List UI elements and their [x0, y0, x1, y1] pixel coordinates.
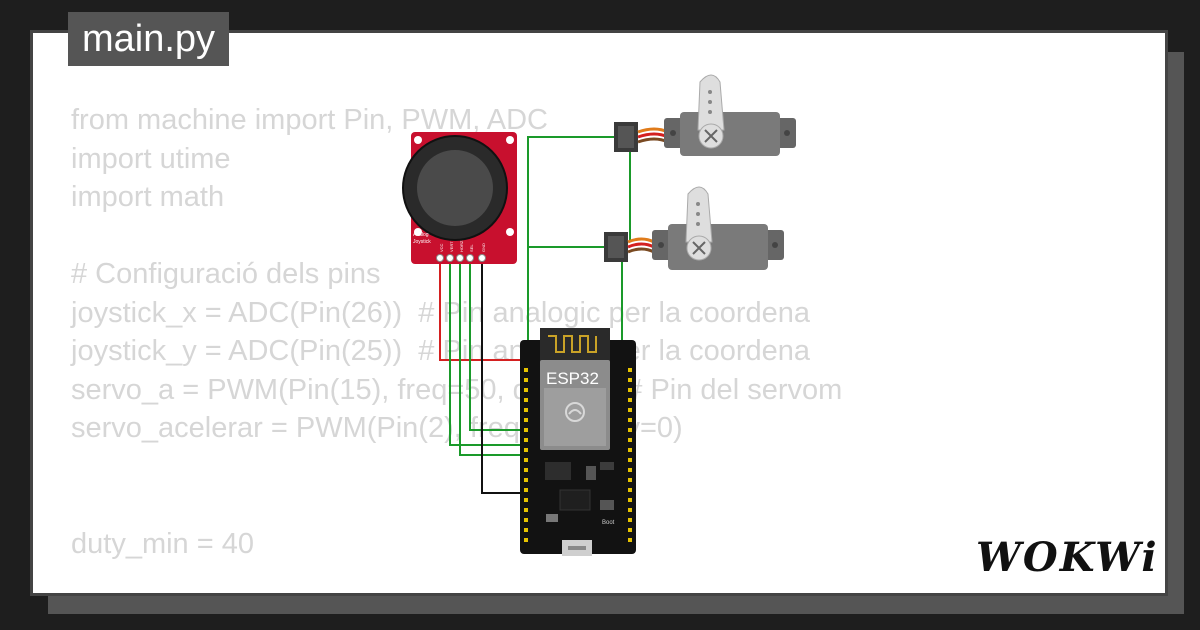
joystick-module: Analog Joystick VCC VERT HORZ SEL GND — [402, 132, 517, 264]
joystick-pin-label: VERT — [449, 241, 454, 252]
joystick-pin-label: HORZ — [459, 240, 464, 252]
esp32-pins-right — [628, 368, 632, 542]
wokwi-logo: WOKWi — [976, 534, 1159, 581]
wire-servo1-vcc — [614, 146, 631, 242]
servo-motor-1 — [614, 74, 796, 156]
wire-joystick-gnd — [481, 258, 528, 494]
wire-joystick-vert — [449, 258, 528, 446]
joystick-pin-label: VCC — [439, 243, 444, 252]
code-line: import math — [71, 181, 225, 213]
servo-motor-2 — [604, 186, 784, 270]
code-line: import utime — [71, 142, 231, 175]
boot-label: Boot — [602, 520, 615, 526]
esp32-board: ESP32 — [520, 328, 636, 556]
code-line: # Configuració dels pins — [71, 258, 381, 290]
code-line: joystick_x = ADC(Pin(26)) # Pin analogic… — [71, 296, 811, 329]
code-line: from machine import Pin, PWM, ADC — [71, 104, 548, 136]
joystick-label-1: Analog — [413, 232, 429, 238]
wire-joystick-vcc — [439, 258, 530, 361]
joystick-pin-label: SEL — [469, 244, 474, 252]
joystick-label-2: Joystick — [413, 239, 431, 245]
wire-servo1-signal — [527, 136, 614, 420]
esp32-pins-left — [524, 368, 528, 542]
wire-joystick-horz — [459, 258, 528, 456]
joystick-pin-label: GND — [481, 243, 486, 252]
file-tab[interactable]: main.py — [68, 12, 230, 66]
joystick-pins — [436, 254, 486, 262]
code-line: duty_min = 40 — [71, 527, 254, 560]
esp32-antenna — [540, 328, 610, 362]
wire-joystick-sel — [469, 258, 530, 431]
project-card[interactable]: from machine import Pin, PWM, ADC import … — [30, 30, 1168, 596]
esp32-label: ESP32 — [546, 369, 599, 388]
circuit-diagram: Analog Joystick VCC VERT HORZ SEL GND — [402, 74, 796, 556]
